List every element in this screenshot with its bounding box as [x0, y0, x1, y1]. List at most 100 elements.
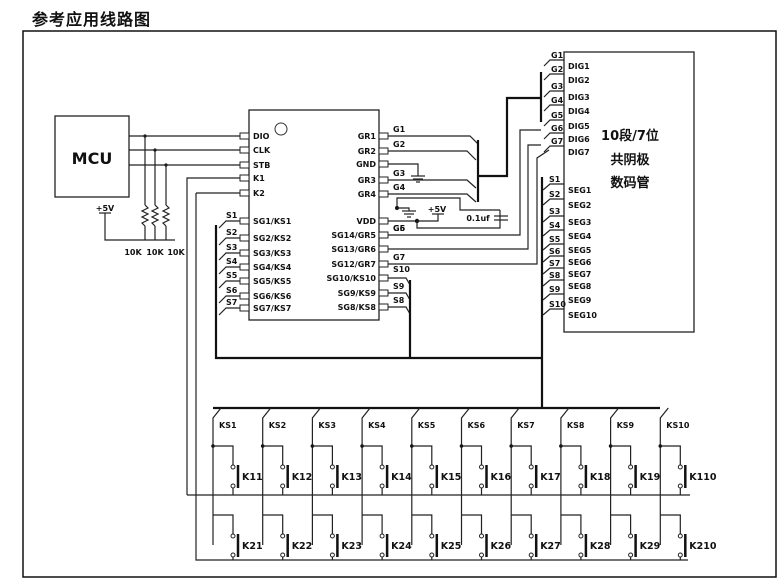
ic-right-pin-label: GR4	[358, 190, 377, 199]
ic-pin-box	[378, 245, 389, 253]
ic-net-label: S4	[226, 257, 238, 266]
ic-right-pin-label: GR2	[358, 147, 376, 156]
ic-net-label: S10	[393, 265, 410, 274]
display-dig-pin: DIG2	[568, 76, 590, 85]
keypad-column-label: KS6	[468, 421, 486, 430]
diagram-frame	[22, 30, 777, 578]
ic-right-pin-label: SG13/GR6	[331, 245, 376, 254]
key-row1[interactable]: K12	[292, 472, 313, 483]
keypad-column-wire	[609, 407, 620, 545]
display-seg-net-label: S8	[549, 271, 561, 280]
display-title-line2: 共阴极	[610, 152, 650, 168]
display-seg-net-label: S10	[549, 300, 566, 309]
k2-wire	[195, 193, 688, 561]
diagram-title: 参考应用线路图	[32, 10, 152, 29]
ic-pin-box	[239, 249, 250, 257]
mcu-supply-label: +5V	[96, 204, 115, 213]
key-row2[interactable]: K22	[292, 541, 313, 552]
power-section: +5V 0.1uf	[388, 163, 508, 229]
key-row1[interactable]: K15	[441, 472, 462, 483]
ic-body	[248, 109, 380, 321]
ic-pin-box	[239, 132, 250, 140]
display-dig-net-label: G4	[551, 96, 564, 105]
keypad-column-label: KS9	[617, 421, 635, 430]
display-body	[563, 51, 695, 333]
ic-pin-box	[378, 190, 389, 198]
keypad-column-wire	[311, 407, 321, 545]
ic-net-label: S3	[226, 243, 237, 252]
grid-bus-link	[478, 96, 541, 178]
display-seg-pin: SEG8	[568, 282, 592, 291]
ic-pin-box	[378, 274, 389, 282]
ic-net-label: G5	[393, 224, 406, 233]
key-row2[interactable]: K26	[491, 541, 512, 552]
ic-pin-box	[239, 277, 250, 285]
ic-net-label: S5	[226, 271, 238, 280]
display-title-line1: 10段/7位	[601, 128, 659, 144]
ic-pin-box	[378, 160, 389, 168]
display-dig-net-label: G1	[551, 51, 564, 60]
key-row2[interactable]: K23	[341, 541, 362, 552]
ic-pin-box	[378, 132, 389, 140]
ic-left-pin-label: K2	[253, 189, 265, 198]
keypad-column-wire	[510, 407, 520, 545]
key-row2[interactable]: K25	[441, 541, 462, 552]
key-row2[interactable]: K24	[391, 541, 412, 552]
key-row2[interactable]: K28	[590, 541, 611, 552]
key-row2[interactable]: K29	[640, 541, 661, 552]
key-row1[interactable]: K13	[341, 472, 362, 483]
mcu-label: MCU	[72, 149, 113, 168]
key-row1[interactable]: K110	[689, 472, 717, 483]
resistor-2	[150, 204, 160, 227]
display-seg-net-label: S1	[549, 175, 561, 184]
resistor-1	[140, 204, 150, 227]
k1-wire	[186, 177, 240, 495]
key-row1[interactable]: K17	[540, 472, 561, 483]
display-seg-pin: SEG4	[568, 232, 592, 241]
keypad-column-label: KS5	[418, 421, 436, 430]
key-row2[interactable]: K210	[689, 541, 717, 552]
ic-right-pin-label: SG12/GR7	[331, 260, 376, 269]
ic-net-label: G3	[393, 169, 405, 178]
key-row1[interactable]: K19	[640, 472, 661, 483]
ic-net-label: S8	[393, 296, 405, 305]
ic-pin-box	[378, 231, 389, 239]
ic-pin-box	[378, 217, 389, 225]
keypad-column-wire	[361, 407, 371, 545]
key-row1[interactable]: K11	[242, 472, 263, 483]
ic-net-label: S6	[226, 286, 238, 295]
display-seg-pin: SEG1	[568, 186, 592, 195]
mcu-box	[54, 115, 130, 198]
ic-left-pin-label: STB	[253, 161, 270, 170]
driver-ic: DIOCLKSTBK1K2SG1/KS1S1SG2/KS2S2SG3/KS3S3…	[218, 109, 410, 321]
ic-net-label: G6	[393, 224, 406, 233]
ic-right-pin-label: SG9/KS9	[338, 289, 377, 298]
resistor-label-3: 10K	[167, 248, 185, 257]
display-seg-pin: SEG6	[568, 258, 592, 267]
ic-left-pin-label: K1	[253, 174, 265, 183]
key-row1[interactable]: K18	[590, 472, 611, 483]
display-seg-net-label: S6	[549, 247, 561, 256]
keypad-column-wire	[411, 407, 421, 545]
ic-left-pin-label: SG6/KS6	[253, 292, 292, 301]
display-seg-net-label: S5	[549, 235, 561, 244]
key-row1[interactable]: K16	[491, 472, 512, 483]
ic-right-pin-label: GR3	[358, 176, 376, 185]
ic-pin-box	[239, 217, 250, 225]
display-dig-net-label: G6	[551, 124, 564, 133]
display-dig-net-label: G3	[551, 82, 563, 91]
resistor-label-1: 10K	[124, 248, 142, 257]
ic-right-pin-label: SG8/KS8	[338, 303, 377, 312]
display-seg-net-label: S3	[549, 207, 560, 216]
ic-net-label: G4	[393, 183, 406, 192]
display-seg-pin: SEG5	[568, 246, 592, 255]
ic-left-pin-label: DIO	[253, 132, 270, 141]
display-dig-net-label: G7	[551, 137, 563, 146]
key-row2[interactable]: K27	[540, 541, 561, 552]
key-row2[interactable]: K21	[242, 541, 263, 552]
ic-pin-box	[378, 176, 389, 184]
display-seg-net-label: S9	[549, 285, 561, 294]
ic-left-pin-label: SG7/KS7	[253, 304, 291, 313]
key-row1[interactable]: K14	[391, 472, 412, 483]
